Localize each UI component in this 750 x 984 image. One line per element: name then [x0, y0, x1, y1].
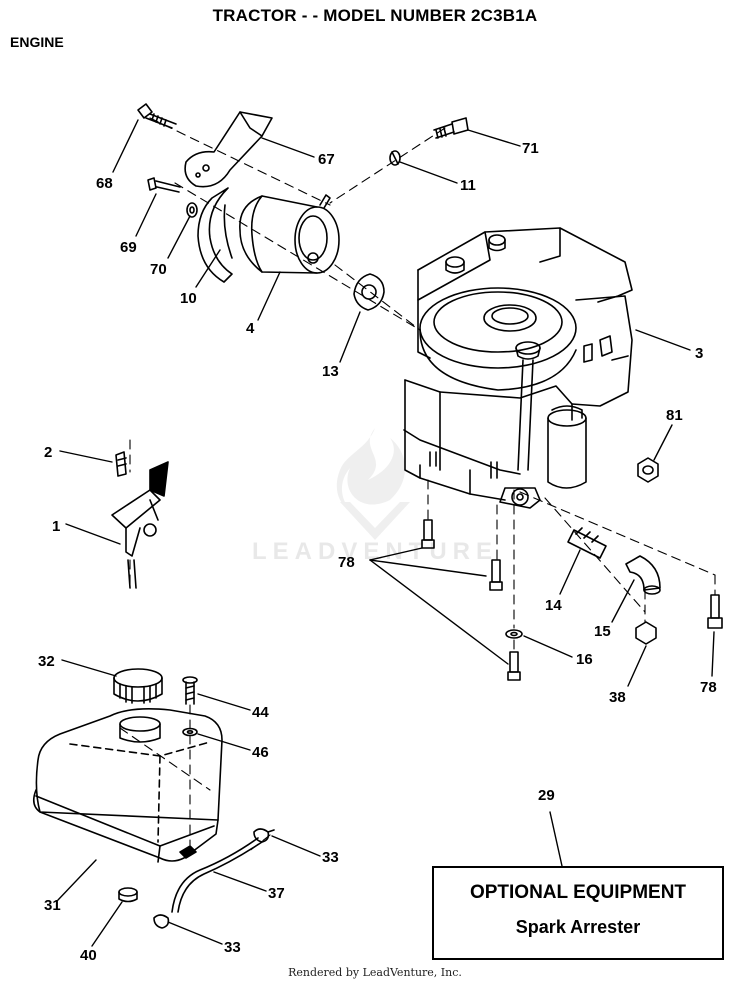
callout-2: 2 — [44, 444, 52, 461]
washer-70-part — [186, 202, 198, 218]
bolt-78-parts — [421, 519, 723, 681]
exhaust-deflector-part — [184, 111, 273, 188]
callout-81: 81 — [666, 407, 683, 424]
callout-14: 14 — [545, 597, 562, 614]
bolt-69-part — [147, 177, 181, 193]
callout-4: 4 — [246, 320, 255, 337]
callout-46: 46 — [252, 744, 269, 761]
callout-13: 13 — [322, 363, 339, 380]
nut-38-part — [635, 621, 657, 645]
watermark: LEADVENTURE — [240, 420, 510, 570]
diagram-title: TRACTOR - - MODEL NUMBER 2C3B1A — [212, 6, 538, 25]
callout-67: 67 — [318, 151, 335, 168]
fuel-tank-part — [32, 708, 223, 863]
spark-arrester-label: Spark Arrester — [515, 917, 641, 937]
callout-3: 3 — [695, 345, 703, 362]
throttle-control-part — [111, 451, 169, 589]
callout-16: 16 — [576, 651, 593, 668]
callout-31: 31 — [44, 897, 61, 914]
washer-46-part — [182, 727, 198, 737]
gasket-13-part — [353, 273, 385, 311]
callout-37: 37 — [268, 885, 285, 902]
callout-33-upper: 33 — [322, 849, 339, 866]
callout-69: 69 — [120, 239, 137, 256]
engine-part — [403, 227, 633, 509]
callout-1: 1 — [52, 518, 60, 535]
screw-68-part — [137, 103, 177, 129]
callout-11: 11 — [460, 177, 476, 194]
callout-29: 29 — [538, 787, 555, 804]
muffler-part — [239, 194, 340, 274]
callout-labels: 68 67 71 11 69 70 10 4 13 3 81 2 1 78 14… — [38, 140, 717, 964]
callout-15: 15 — [594, 623, 611, 640]
section-label: ENGINE — [10, 34, 64, 50]
optional-equipment-heading: OPTIONAL EQUIPMENT — [469, 882, 687, 903]
callout-70: 70 — [150, 261, 167, 278]
lockwasher-11-part — [389, 150, 401, 166]
render-credit: Rendered by LeadVenture, Inc. — [288, 966, 462, 979]
callout-44: 44 — [252, 704, 269, 721]
fuel-cap-part — [113, 668, 163, 704]
optional-equipment-box: OPTIONAL EQUIPMENT Spark Arrester — [432, 866, 724, 960]
watermark-flame-icon — [336, 428, 410, 540]
nut-81-part — [637, 457, 659, 483]
callout-10: 10 — [180, 290, 197, 307]
callout-68: 68 — [96, 175, 113, 192]
callout-40: 40 — [80, 947, 97, 964]
bolt-71-part — [433, 117, 469, 139]
heat-shield-part — [197, 187, 233, 283]
leader-lines — [57, 119, 715, 947]
callout-78-right: 78 — [700, 679, 717, 696]
callout-38: 38 — [609, 689, 626, 706]
clamp-33-upper-part — [253, 828, 275, 843]
drain-pipe-part — [567, 527, 607, 559]
callout-32: 32 — [38, 653, 55, 670]
callout-78-left: 78 — [338, 554, 355, 571]
callout-33-lower: 33 — [224, 939, 241, 956]
washer-16-part — [505, 629, 523, 639]
bushing-40-part — [118, 887, 138, 903]
screw-44-part — [182, 676, 198, 705]
clamp-33-lower-part — [153, 914, 170, 929]
fuel-line-part — [171, 837, 263, 913]
callout-71: 71 — [522, 140, 539, 157]
elbow-part — [625, 555, 661, 595]
